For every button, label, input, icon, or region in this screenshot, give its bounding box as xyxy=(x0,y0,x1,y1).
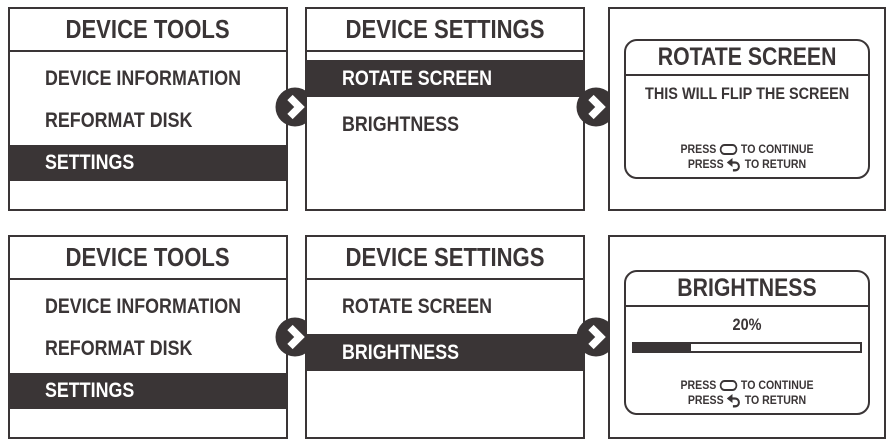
menu-item-device-information[interactable]: DEVICE INFORMATION xyxy=(45,295,242,318)
menu-item-brightness[interactable]: BRIGHTNESS xyxy=(342,112,460,136)
device-tools-screen: DEVICE TOOLS DEVICE INFORMATION REFORMAT… xyxy=(8,235,288,439)
menu-item-reformat-disk[interactable]: REFORMAT DISK xyxy=(45,109,193,132)
dialog-title: BRIGHTNESS xyxy=(626,272,868,307)
dialog-title: ROTATE SCREEN xyxy=(626,41,868,76)
return-arrow-icon xyxy=(727,393,741,408)
brightness-value: 20% xyxy=(732,315,762,334)
next-arrow-icon xyxy=(576,317,616,357)
menu-item-brightness[interactable]: BRIGHTNESS xyxy=(307,334,583,371)
brightness-screen: BRIGHTNESS 20% PRESS TO CONTINUE PRESS xyxy=(608,235,886,439)
next-arrow-icon xyxy=(576,87,616,127)
press-continue-instruction: PRESS TO CONTINUE xyxy=(680,378,814,392)
press-return-instruction: PRESS TO RETURN xyxy=(687,157,807,172)
brightness-progress-fill xyxy=(634,344,691,351)
menu-item-rotate-screen[interactable]: ROTATE SCREEN xyxy=(307,60,583,97)
brightness-dialog: BRIGHTNESS 20% PRESS TO CONTINUE PRESS xyxy=(624,270,870,415)
next-arrow-icon xyxy=(275,317,315,357)
device-tools-screen: DEVICE TOOLS DEVICE INFORMATION REFORMAT… xyxy=(8,7,288,211)
menu-list: DEVICE INFORMATION REFORMAT DISK SETTING… xyxy=(10,289,286,415)
return-arrow-icon xyxy=(727,157,741,172)
menu-item-device-information[interactable]: DEVICE INFORMATION xyxy=(45,67,242,90)
menu-item-reformat-disk[interactable]: REFORMAT DISK xyxy=(45,337,193,360)
rotate-screen-dialog: ROTATE SCREEN THIS WILL FLIP THE SCREEN … xyxy=(624,39,870,179)
screen-title: DEVICE SETTINGS xyxy=(307,237,583,280)
menu-list: ROTATE SCREEN BRIGHTNESS xyxy=(307,288,583,380)
press-instructions: PRESS TO CONTINUE PRESS TO RETURN xyxy=(626,378,868,408)
press-continue-instruction: PRESS TO CONTINUE xyxy=(680,142,814,156)
menu-item-settings[interactable]: SETTINGS xyxy=(10,145,286,181)
device-settings-screen: DEVICE SETTINGS ROTATE SCREEN BRIGHTNESS xyxy=(305,235,585,439)
press-return-instruction: PRESS TO RETURN xyxy=(687,393,807,408)
press-instructions: PRESS TO CONTINUE PRESS TO RETURN xyxy=(626,142,868,172)
brightness-progress-bar[interactable] xyxy=(632,342,862,353)
screen-title: DEVICE TOOLS xyxy=(10,237,286,280)
menu-item-rotate-screen[interactable]: ROTATE SCREEN xyxy=(342,294,493,318)
menu-list: DEVICE INFORMATION REFORMAT DISK SETTING… xyxy=(10,61,286,187)
screen-title: DEVICE TOOLS xyxy=(10,9,286,52)
menu-list: ROTATE SCREEN BRIGHTNESS xyxy=(307,60,583,152)
continue-button-icon xyxy=(719,380,738,391)
menu-item-settings[interactable]: SETTINGS xyxy=(10,373,286,409)
next-arrow-icon xyxy=(275,87,315,127)
rotate-screen-confirm-screen: ROTATE SCREEN THIS WILL FLIP THE SCREEN … xyxy=(608,7,886,211)
continue-button-icon xyxy=(719,144,738,155)
device-settings-screen: DEVICE SETTINGS ROTATE SCREEN BRIGHTNESS xyxy=(305,7,585,211)
dialog-message: THIS WILL FLIP THE SCREEN xyxy=(644,84,850,103)
screen-title: DEVICE SETTINGS xyxy=(307,9,583,52)
